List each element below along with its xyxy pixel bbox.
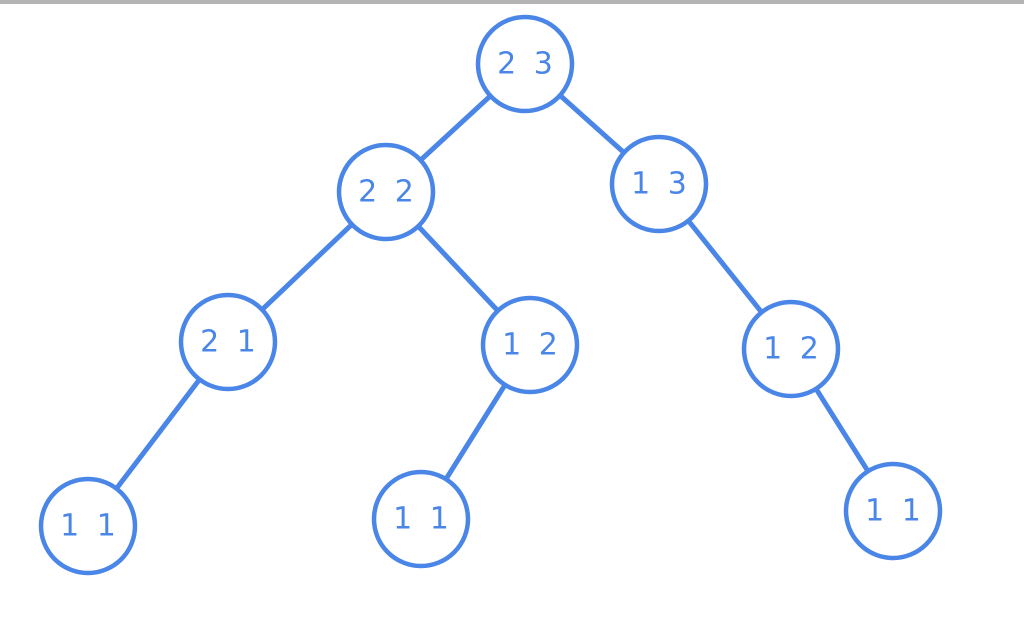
node-label: 1 1 <box>60 509 116 544</box>
tree-node-n8: 1 1 <box>371 469 471 569</box>
tree-node-n2: 2 2 <box>336 142 436 242</box>
node-circle <box>741 299 841 399</box>
node-circle <box>336 142 436 242</box>
node-circle <box>38 476 138 576</box>
top-divider <box>0 0 1024 4</box>
tree-nodes: 2 3 2 2 1 3 2 1 1 2 1 2 <box>38 14 943 576</box>
node-label: 1 1 <box>865 494 921 529</box>
tree-edges <box>85 61 896 529</box>
node-circle <box>480 295 580 395</box>
node-circle <box>843 461 943 561</box>
tree-node-n5: 1 2 <box>480 295 580 395</box>
node-circle <box>609 134 709 234</box>
tree-node-n1: 2 3 <box>475 14 575 114</box>
node-label: 2 2 <box>358 175 414 210</box>
node-label: 1 2 <box>502 328 558 363</box>
node-label: 1 2 <box>763 332 819 367</box>
node-label: 1 3 <box>631 167 687 202</box>
tree-node-n4: 2 1 <box>178 292 278 392</box>
node-circle <box>178 292 278 392</box>
node-label: 2 1 <box>200 325 256 360</box>
node-circle <box>475 14 575 114</box>
node-label: 2 3 <box>497 47 553 82</box>
tree-node-n3: 1 3 <box>609 134 709 234</box>
node-label: 1 1 <box>393 502 449 537</box>
tree-node-n6: 1 2 <box>741 299 841 399</box>
tree-node-n7: 1 1 <box>38 476 138 576</box>
tree-node-n9: 1 1 <box>843 461 943 561</box>
node-circle <box>371 469 471 569</box>
